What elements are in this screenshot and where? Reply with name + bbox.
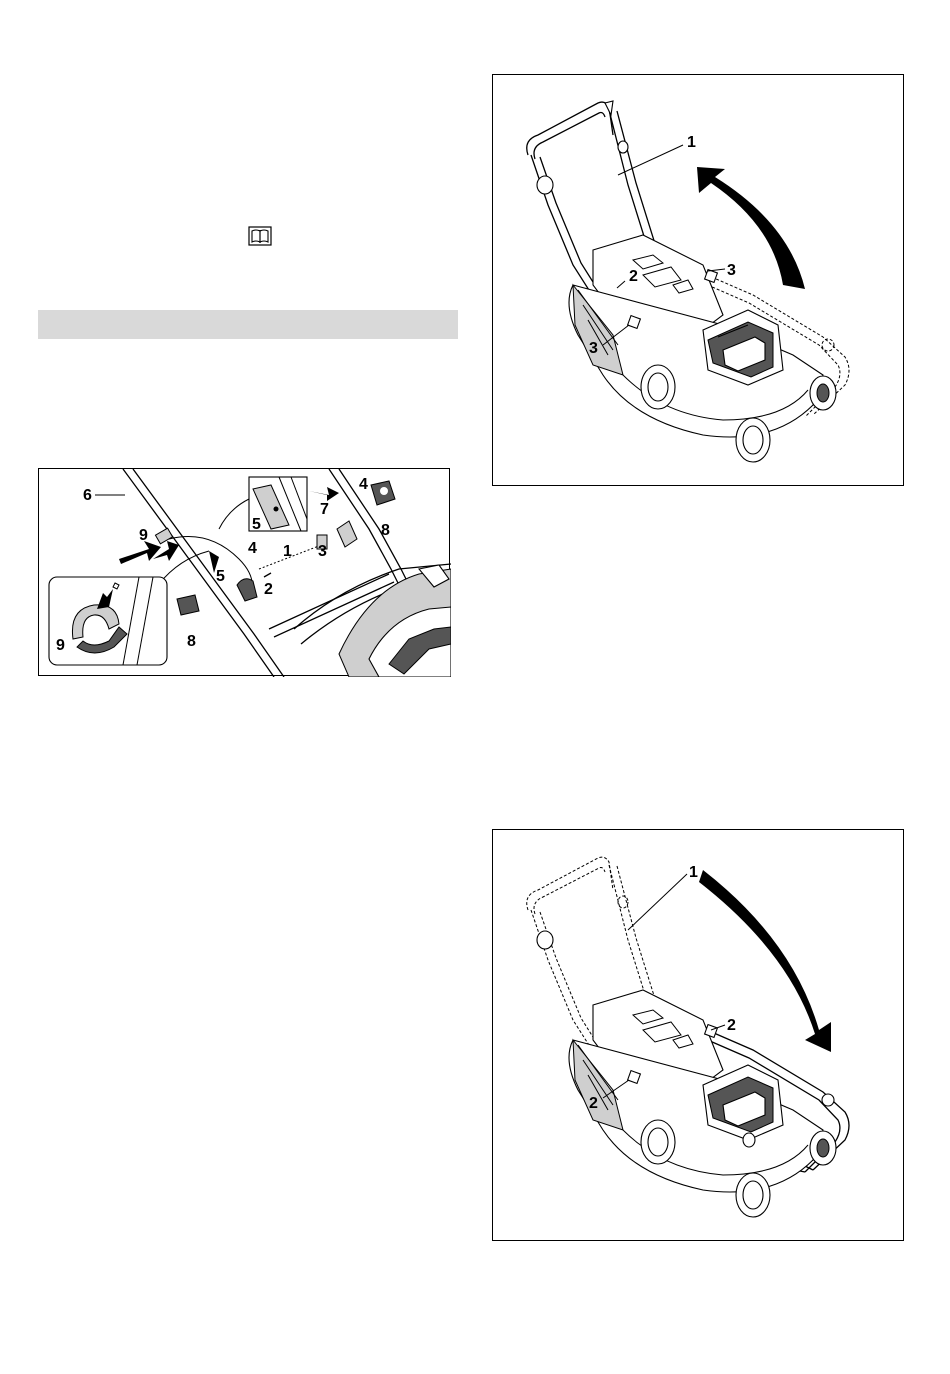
label-9-inset: 9 (56, 637, 65, 654)
label-4-left: 4 (248, 540, 257, 557)
label-7: 7 (320, 501, 329, 518)
label-8-left: 8 (187, 633, 196, 650)
handle-assembly-illustration: 6 9 4 5 1 3 2 8 9 8 5 4 7 (39, 469, 451, 677)
label-1: 1 (687, 134, 696, 151)
label-1: 1 (689, 864, 698, 881)
figure-handle-assembly: 6 9 4 5 1 3 2 8 9 8 5 4 7 (38, 468, 450, 676)
label-2-left: 2 (589, 1095, 598, 1112)
label-9-top: 9 (139, 527, 148, 544)
handle-fold-up-illustration: 1 2 3 3 (493, 75, 905, 487)
label-3: 3 (318, 543, 327, 560)
label-1: 1 (283, 543, 292, 560)
label-3-left: 3 (589, 340, 598, 357)
figure-handle-fold-down: 1 2 2 (492, 829, 904, 1241)
handle-fold-down-illustration: 1 2 2 (493, 830, 905, 1242)
curved-arrow-down-icon (699, 870, 831, 1052)
label-3-right: 3 (727, 262, 736, 279)
label-4-right: 4 (359, 476, 368, 493)
figure-handle-fold-up: 1 2 3 3 (492, 74, 904, 486)
section-heading-bar (38, 310, 458, 339)
label-2-right: 2 (727, 1017, 736, 1034)
label-2: 2 (629, 268, 638, 285)
label-8-right: 8 (381, 522, 390, 539)
label-5-left: 5 (216, 568, 225, 585)
label-2: 2 (264, 581, 273, 598)
book-icon (248, 226, 272, 246)
label-5-inset: 5 (252, 516, 261, 533)
label-6: 6 (83, 487, 92, 504)
